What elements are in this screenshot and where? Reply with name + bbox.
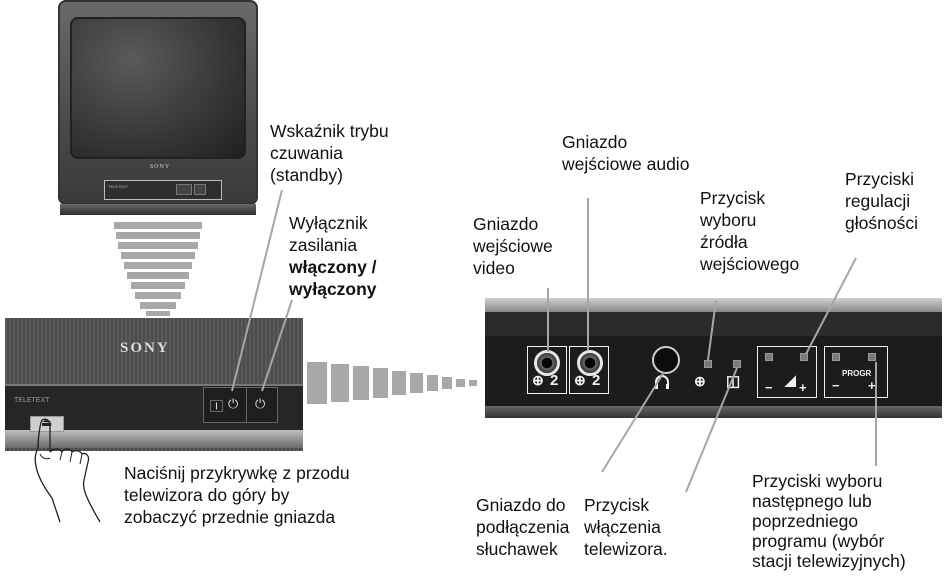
leader-input-select bbox=[707, 299, 717, 361]
label-tv-on-button: Przycisk włączenia telewizora. bbox=[584, 495, 668, 559]
tv-front-panel-highlight bbox=[104, 180, 222, 200]
program-minus-sign: − bbox=[832, 378, 840, 393]
tv-screen bbox=[70, 17, 246, 159]
eject-icon: ⏏ bbox=[41, 415, 53, 429]
tv-button[interactable] bbox=[733, 360, 741, 368]
tv-base bbox=[60, 204, 256, 215]
closeup-brand-logo: SONY bbox=[120, 340, 170, 356]
leader-standby bbox=[231, 189, 283, 392]
hand-illustration bbox=[34, 418, 101, 523]
label-headphones-jack: Gniazdo do podłączenia słuchawek bbox=[476, 495, 570, 559]
connector-panel-face bbox=[485, 336, 942, 406]
volume-up-button[interactable] bbox=[800, 353, 808, 361]
audio-jack-number: 2 bbox=[592, 372, 601, 389]
input-select-button[interactable] bbox=[704, 360, 712, 368]
leader-headphones bbox=[601, 371, 665, 473]
main-power-button[interactable]: ⏻ bbox=[246, 387, 278, 423]
volume-minus-sign: − bbox=[765, 380, 773, 395]
video-jack-number: 2 bbox=[550, 372, 559, 389]
label-program-buttons: Przyciski wyboru następnego lub poprzedn… bbox=[752, 471, 906, 571]
volume-buttons-box bbox=[757, 346, 817, 398]
label-input-select: Przycisk wyboru źródła wejściowego bbox=[700, 188, 800, 274]
standby-icon: ⏻ bbox=[228, 396, 239, 411]
leader-volume bbox=[805, 257, 857, 355]
connector-panel-top bbox=[485, 298, 942, 312]
info-icon: 🄸 bbox=[210, 399, 224, 414]
volume-ramp-icon: ◢ bbox=[785, 372, 796, 388]
input-select-icon: ⊕ bbox=[694, 373, 706, 389]
label-front-cover: Naciśnij przykrywkę z przodu telewizora … bbox=[124, 463, 350, 527]
label-video-input: Gniazdo wejściowe video bbox=[473, 214, 553, 278]
label-audio-input: Gniazdo wejściowe audio bbox=[562, 132, 690, 174]
leader-tv-on bbox=[685, 367, 738, 493]
connector-panel-bottom bbox=[485, 406, 942, 418]
cover-release-tab[interactable]: ⏏ bbox=[30, 415, 64, 432]
volume-plus-sign: + bbox=[799, 380, 807, 395]
tv-small-power-box bbox=[194, 184, 206, 195]
label-standby-indicator: Wskaźnik trybu czuwania (standby) bbox=[270, 121, 389, 185]
program-down-button[interactable] bbox=[832, 353, 840, 361]
label-volume-buttons: Przyciski regulacji głośności bbox=[845, 169, 918, 233]
tv-teletext-label: TELETEXT bbox=[108, 184, 129, 189]
video-input-icon: ⊕ bbox=[532, 372, 544, 388]
front-cover-lip bbox=[5, 430, 303, 448]
progr-label: PROGR bbox=[842, 369, 872, 378]
program-up-button[interactable] bbox=[868, 353, 876, 361]
power-icon: ⏻ bbox=[255, 396, 266, 411]
audio-input-icon: ⊕ bbox=[574, 372, 586, 388]
headphone-jack[interactable] bbox=[652, 346, 680, 374]
label-power-switch: Wyłącznik zasilania włączony / wyłączony bbox=[289, 213, 377, 299]
closeup-teletext-label: TELETEXT bbox=[14, 397, 50, 404]
program-plus-sign: + bbox=[868, 378, 876, 393]
volume-down-button[interactable] bbox=[765, 353, 773, 361]
tv-small-button-box bbox=[176, 184, 192, 195]
leader-power bbox=[261, 299, 293, 392]
program-buttons-box bbox=[824, 346, 888, 398]
tv-brand-logo: SONY bbox=[149, 164, 171, 170]
audio-jack[interactable] bbox=[577, 350, 603, 376]
